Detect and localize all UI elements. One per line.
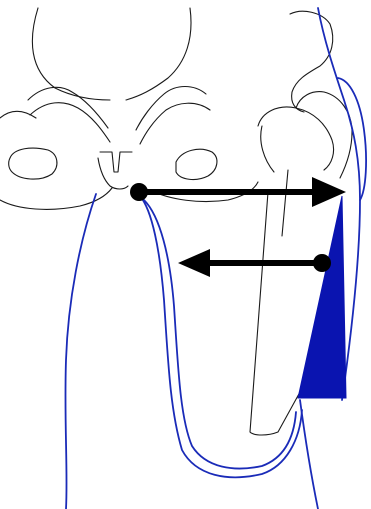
pelvis-outline	[0, 8, 333, 209]
femoral-shaft	[250, 170, 300, 435]
left-obturator	[9, 148, 57, 179]
femoral-head	[258, 107, 334, 170]
left-leg-line	[65, 194, 96, 509]
shaded-wedge	[298, 196, 346, 398]
pubic-symphysis	[98, 152, 132, 189]
pelvis-inner-arc-right	[136, 87, 210, 145]
lower-arrow	[178, 249, 331, 277]
inner-thigh-line	[140, 196, 302, 477]
iliac-wing-right	[290, 11, 333, 112]
lower-thigh-right	[300, 400, 318, 509]
lower-arrow-head	[178, 249, 210, 277]
pelvis-inner-arc-left	[28, 87, 110, 142]
pelvis-upper-bowl	[32, 8, 191, 100]
right-obturator	[176, 149, 217, 179]
upper-arrow	[130, 177, 346, 207]
